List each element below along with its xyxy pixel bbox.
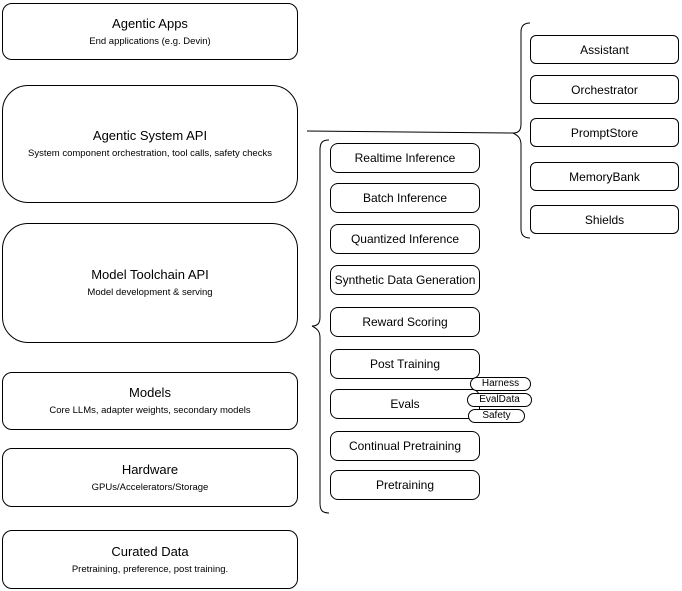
node-label: MemoryBank <box>569 169 640 184</box>
node-label: Orchestrator <box>571 82 638 97</box>
node-label: Shields <box>584 212 625 227</box>
node-label: Batch Inference <box>362 191 448 205</box>
node-subtitle: Model development & serving <box>87 287 213 298</box>
node-hardware: Hardware GPUs/Accelerators/Storage <box>2 448 298 507</box>
node-subtitle: Core LLMs, adapter weights, secondary mo… <box>49 405 251 416</box>
node-title: Model Toolchain API <box>91 267 209 282</box>
tag-label: Harness <box>481 378 520 389</box>
node-curated-data: Curated Data Pretraining, preference, po… <box>2 530 298 589</box>
node-shields: Shields <box>530 205 679 234</box>
node-continual-pretraining: Continual Pretraining <box>330 431 480 461</box>
tag-harness: Harness <box>470 377 531 391</box>
node-synthetic-data-generation: Synthetic Data Generation <box>330 265 480 295</box>
node-agentic-system-api: Agentic System API System component orch… <box>2 85 298 203</box>
node-label: Assistant <box>580 42 629 57</box>
tag-evaldata: EvalData <box>467 393 532 407</box>
node-title: Agentic Apps <box>112 15 188 31</box>
node-title: Agentic System API <box>92 128 208 143</box>
tag-safety: Safety <box>468 409 525 423</box>
node-label: Evals <box>390 397 420 411</box>
node-title: Curated Data <box>111 543 189 559</box>
node-label: PromptStore <box>570 125 639 140</box>
node-subtitle: Pretraining, preference, post training. <box>71 563 229 575</box>
node-evals: Evals <box>330 389 480 419</box>
node-label: Synthetic Data Generation <box>334 273 476 287</box>
node-subtitle: End applications (e.g. Devin) <box>89 35 211 47</box>
tag-label: Safety <box>482 410 511 421</box>
node-orchestrator: Orchestrator <box>530 75 679 104</box>
node-label: Pretraining <box>375 478 435 492</box>
node-agentic-apps: Agentic Apps End applications (e.g. Devi… <box>2 3 298 60</box>
node-assistant: Assistant <box>530 35 679 64</box>
node-label: Realtime Inference <box>354 151 456 165</box>
node-reward-scoring: Reward Scoring <box>330 307 480 337</box>
node-pretraining: Pretraining <box>330 470 480 500</box>
node-subtitle: System component orchestration, tool cal… <box>28 148 272 159</box>
node-batch-inference: Batch Inference <box>330 183 480 213</box>
node-label: Continual Pretraining <box>348 439 462 453</box>
node-post-training: Post Training <box>330 349 480 379</box>
system-group-brace <box>512 22 531 239</box>
node-label: Post Training <box>369 357 441 371</box>
node-label: Quantized Inference <box>350 232 460 246</box>
node-realtime-inference: Realtime Inference <box>330 143 480 173</box>
node-title: Hardware <box>121 461 179 477</box>
node-model-toolchain-api: Model Toolchain API Model development & … <box>2 223 298 343</box>
node-memorybank: MemoryBank <box>530 162 679 191</box>
node-label: Reward Scoring <box>362 315 448 329</box>
tag-label: EvalData <box>479 394 520 405</box>
toolchain-group-brace <box>311 139 330 514</box>
connector-line <box>306 130 514 134</box>
node-title: Models <box>129 385 171 400</box>
node-promptstore: PromptStore <box>530 118 679 147</box>
node-quantized-inference: Quantized Inference <box>330 224 480 254</box>
node-subtitle: GPUs/Accelerators/Storage <box>91 481 209 493</box>
node-models: Models Core LLMs, adapter weights, secon… <box>2 372 298 430</box>
